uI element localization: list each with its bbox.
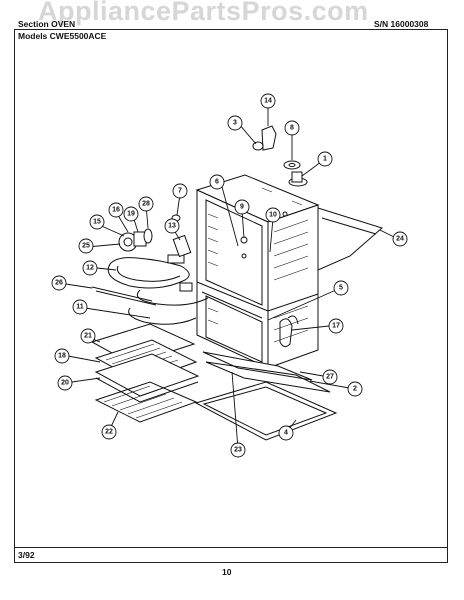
footer-date: 3/92: [18, 550, 35, 560]
diagram-frame: [14, 29, 448, 563]
callout-5: 5: [333, 280, 349, 296]
section-label-text: Section: [18, 19, 49, 29]
svg-text:16: 16: [112, 207, 120, 214]
watermark-text: AppliancePartsPros.com: [38, 0, 369, 26]
svg-text:27: 27: [326, 374, 334, 381]
footer-rule: [14, 547, 448, 548]
callout-25: 25: [78, 238, 94, 254]
oven-bottom-plate: [202, 351, 331, 393]
models-label-text: Models: [18, 31, 48, 41]
drip-pan: [194, 381, 338, 441]
svg-text:2: 2: [353, 386, 357, 393]
svg-text:25: 25: [82, 243, 90, 250]
oven-cabinet: [195, 174, 320, 369]
callout-9: 9: [234, 199, 250, 215]
hinge-brackets: [279, 315, 299, 348]
callout-16: 16: [108, 202, 124, 218]
svg-text:10: 10: [269, 212, 277, 219]
callout-18: 18: [54, 348, 70, 364]
top-small-parts: [252, 125, 308, 187]
models-value-text: CWE5500ACE: [49, 31, 107, 41]
side-panel: [317, 207, 384, 271]
bake-element-assembly: [91, 254, 209, 325]
callout-1: 1: [317, 151, 333, 167]
callout-8: 8: [284, 120, 300, 136]
callout-21: 21: [80, 328, 96, 344]
callout-17: 17: [328, 318, 344, 334]
callout-4: 4: [278, 425, 294, 441]
callout-2: 2: [347, 381, 363, 397]
svg-text:8: 8: [290, 125, 294, 132]
oven-racks: [90, 323, 200, 423]
svg-text:3: 3: [233, 120, 237, 127]
callout-6: 6: [209, 174, 225, 190]
svg-text:5: 5: [339, 285, 343, 292]
callout-19: 19: [123, 206, 139, 222]
svg-text:7: 7: [178, 188, 182, 195]
svg-text:18: 18: [58, 353, 66, 360]
svg-text:19: 19: [127, 211, 135, 218]
section-value-text: OVEN: [51, 19, 76, 29]
callout-10: 10: [265, 207, 281, 223]
svg-text:12: 12: [86, 265, 94, 272]
svg-text:21: 21: [84, 333, 92, 340]
page-number: 10: [222, 567, 232, 577]
callout-14: 14: [260, 93, 276, 109]
svg-text:28: 28: [142, 201, 150, 208]
callout-27: 27: [322, 369, 338, 385]
callout-20: 20: [57, 375, 73, 391]
svg-text:4: 4: [284, 430, 288, 437]
callout-24: 24: [392, 231, 408, 247]
callout-12: 12: [82, 260, 98, 276]
svg-text:9: 9: [240, 204, 244, 211]
svg-text:17: 17: [332, 323, 340, 330]
doc-number: S/N 16000308: [374, 19, 429, 29]
models-label: Models CWE5500ACE: [18, 31, 106, 41]
svg-text:11: 11: [76, 304, 84, 311]
svg-text:6: 6: [215, 179, 219, 186]
callout-22: 22: [101, 424, 117, 440]
callout-26: 26: [51, 275, 67, 291]
svg-text:1: 1: [323, 156, 327, 163]
callout-7: 7: [172, 183, 188, 199]
section-label: Section OVEN: [18, 19, 75, 29]
svg-text:13: 13: [168, 223, 176, 230]
callout-13: 13: [164, 218, 180, 234]
callout-15: 15: [89, 214, 105, 230]
svg-text:22: 22: [105, 429, 113, 436]
svg-text:20: 20: [61, 380, 69, 387]
callout-23: 23: [230, 442, 246, 458]
callout-11: 11: [72, 299, 88, 315]
svg-text:14: 14: [264, 98, 272, 105]
controls-group: [118, 214, 192, 258]
callout-28: 28: [138, 196, 154, 212]
svg-text:23: 23: [234, 447, 242, 454]
svg-text:24: 24: [396, 236, 404, 243]
svg-text:15: 15: [93, 219, 101, 226]
svg-text:26: 26: [55, 280, 63, 287]
callout-3: 3: [227, 115, 243, 131]
